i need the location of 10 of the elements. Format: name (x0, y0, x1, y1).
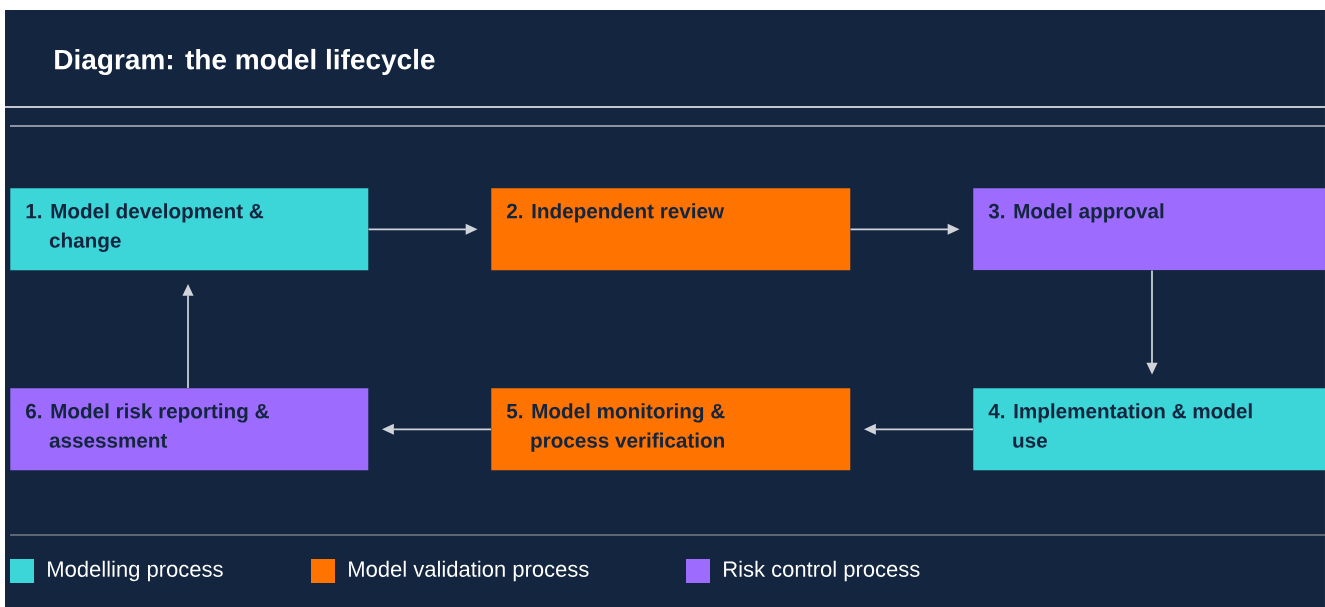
legend-label: Modelling process (48, 560, 223, 582)
process-box: 1. Model development & change (10, 188, 369, 271)
legend-label: Model validation process (349, 560, 589, 582)
process-box: 2. Independent review (491, 188, 851, 271)
process-box: 3. Model approval (973, 188, 1325, 271)
process-box: 4. Implementation & model use (973, 388, 1325, 471)
title: Diagram: the model lifecycle (55, 48, 435, 76)
legend-label: Risk control process (724, 560, 920, 582)
process-box: 6. Model risk reporting & assessment (10, 388, 369, 471)
process-box: 5. Model monitoring & process verification (491, 388, 851, 471)
